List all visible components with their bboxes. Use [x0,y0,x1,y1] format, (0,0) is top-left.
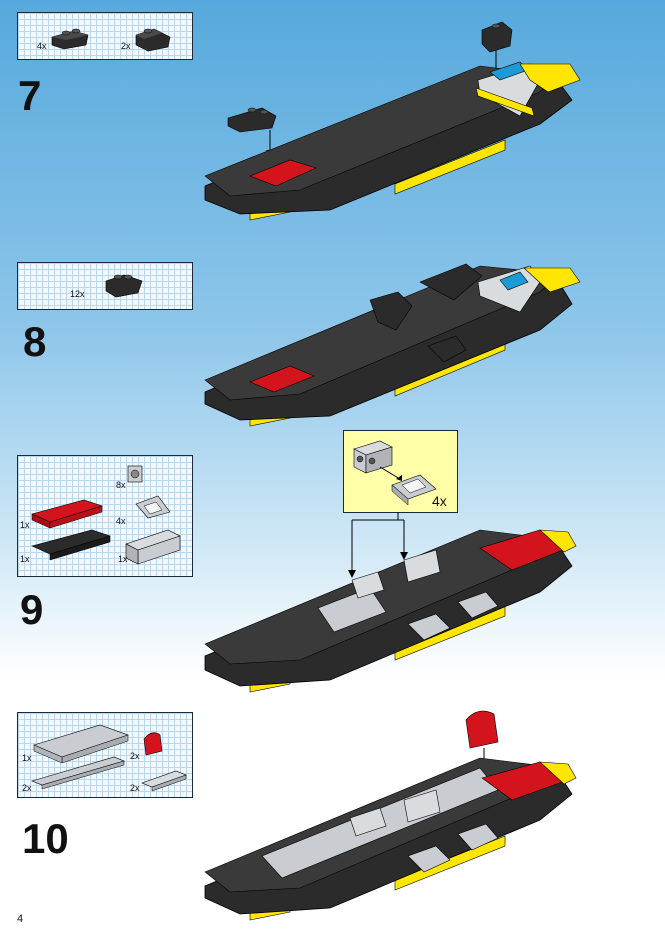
page-number: 4 [17,913,23,925]
hull-assembly [205,758,576,920]
